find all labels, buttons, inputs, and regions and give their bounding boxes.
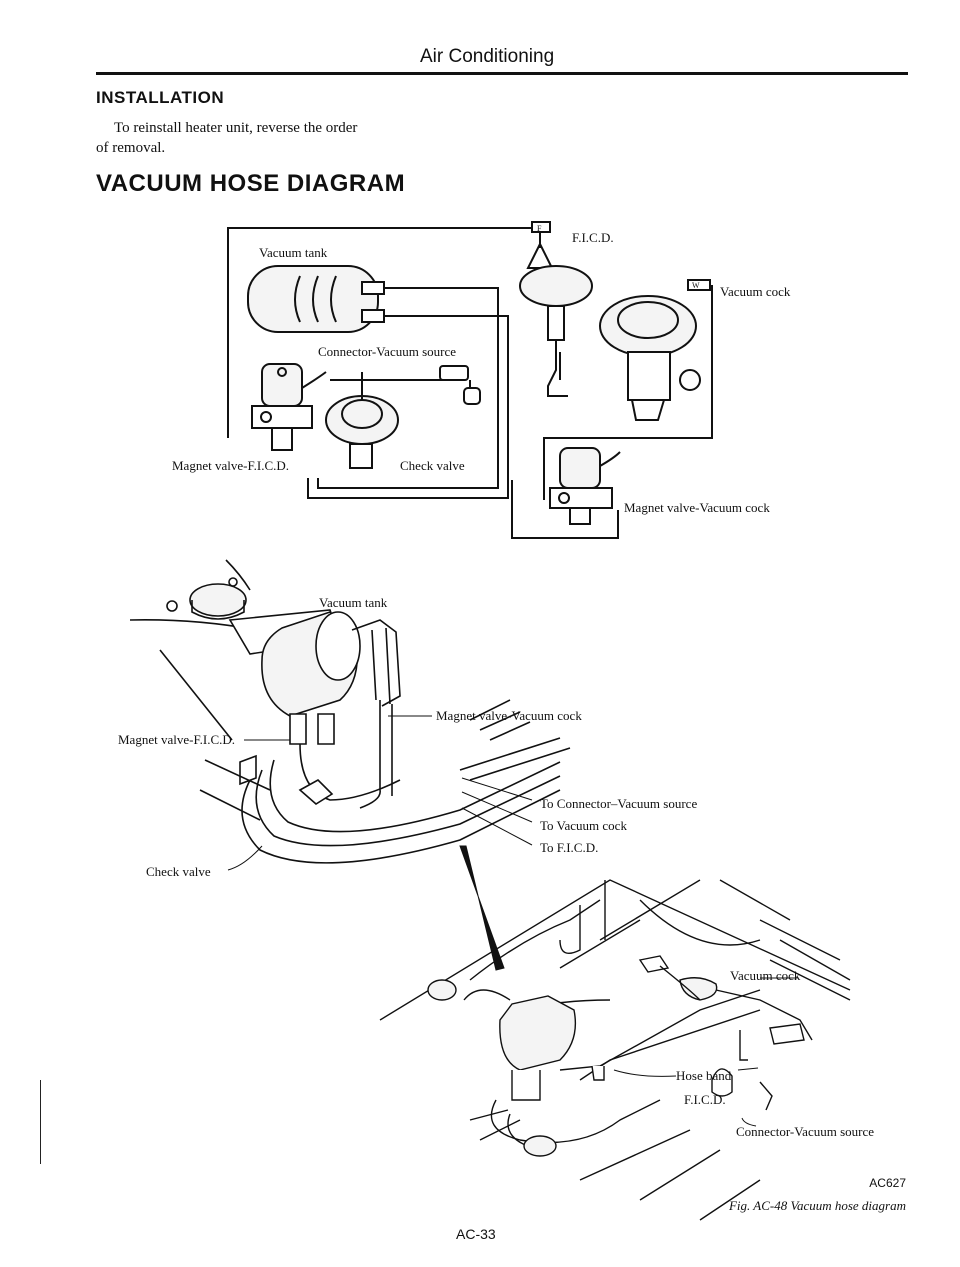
bay-fcd [711, 1068, 733, 1097]
bay-label-fcd: F.I.C.D. [684, 1092, 726, 1107]
engine-label-to-fcd: To F.I.C.D. [540, 840, 598, 855]
schematic-label-check-valve: Check valve [400, 458, 465, 473]
engine-label-vacuum-tank: Vacuum tank [319, 595, 388, 610]
detail-pointer-arrow [459, 845, 505, 971]
schematic-label-connector-vacuum-source: Connector-Vacuum source [318, 344, 456, 359]
bay-label-connector-vacuum-source: Connector-Vacuum source [736, 1124, 874, 1139]
schematic-tag-w: W [692, 281, 700, 290]
bay-vacuum-cock [679, 977, 718, 1001]
schematic-hose-outer [227, 227, 541, 438]
vacuum-hose-diagram-heading: VACUUM HOSE DIAGRAM [96, 170, 406, 197]
engine-label-to-vacuum-cock: To Vacuum cock [540, 818, 627, 833]
figure-code: AC627 [869, 1176, 906, 1190]
schematic-hose-cv [330, 372, 453, 381]
schematic-connector-vacuum-source [439, 365, 481, 405]
schematic-vacuum-tank [247, 265, 385, 333]
schematic-hose-tank2 [307, 315, 509, 499]
page-header-title: Air Conditioning [420, 46, 555, 67]
schematic-label-vacuum-tank: Vacuum tank [259, 245, 328, 260]
engine-label-to-connector: To Connector–Vacuum source [540, 796, 697, 811]
schematic-hose-tank [317, 287, 499, 489]
schematic-fcd [519, 221, 593, 397]
engine-label-check-valve: Check valve [146, 864, 211, 879]
schematic-check-valve [325, 372, 399, 469]
schematic-label-vacuum-cock: Vacuum cock [720, 284, 791, 299]
bay-label-vacuum-cock: Vacuum cock [730, 968, 801, 983]
margin-mark [40, 1080, 41, 1164]
bay-label-hose-band: Hose band [676, 1068, 732, 1083]
engine-view-illustration [129, 559, 571, 864]
schematic-tag-f: F [537, 224, 542, 233]
bay-vacuum-tank [499, 995, 577, 1071]
installation-heading: INSTALLATION [96, 88, 225, 107]
engine-bay-illustration [379, 879, 851, 1221]
schematic-vacuum-cock [599, 279, 711, 421]
schematic-label-magnet-valve-vacuum-cock: Magnet valve-Vacuum cock [624, 500, 770, 515]
schematic-label-magnet-valve-fcd: Magnet valve-F.I.C.D. [172, 458, 289, 473]
engine-label-magnet-valve-vacuum-cock: Magnet valve-Vacuum cock [436, 708, 582, 723]
header-rule [96, 72, 908, 75]
installation-text: To reinstall heater unit, reverse the or… [96, 120, 358, 156]
schematic-magnet-valve-fcd [251, 363, 327, 451]
engine-label-magnet-valve-fcd: Magnet valve-F.I.C.D. [118, 732, 235, 747]
schematic-magnet-valve-vacuum-cock [549, 447, 621, 525]
figure-caption: Fig. AC-48 Vacuum hose diagram [728, 1198, 906, 1213]
schematic-label-fcd: F.I.C.D. [572, 230, 614, 245]
engine-magnet-valves [289, 713, 335, 745]
schematic-hose-lower [511, 480, 619, 539]
page-number: AC-33 [456, 1226, 496, 1242]
schematic-diagram [227, 221, 713, 539]
engine-hose-bundle [241, 779, 561, 864]
